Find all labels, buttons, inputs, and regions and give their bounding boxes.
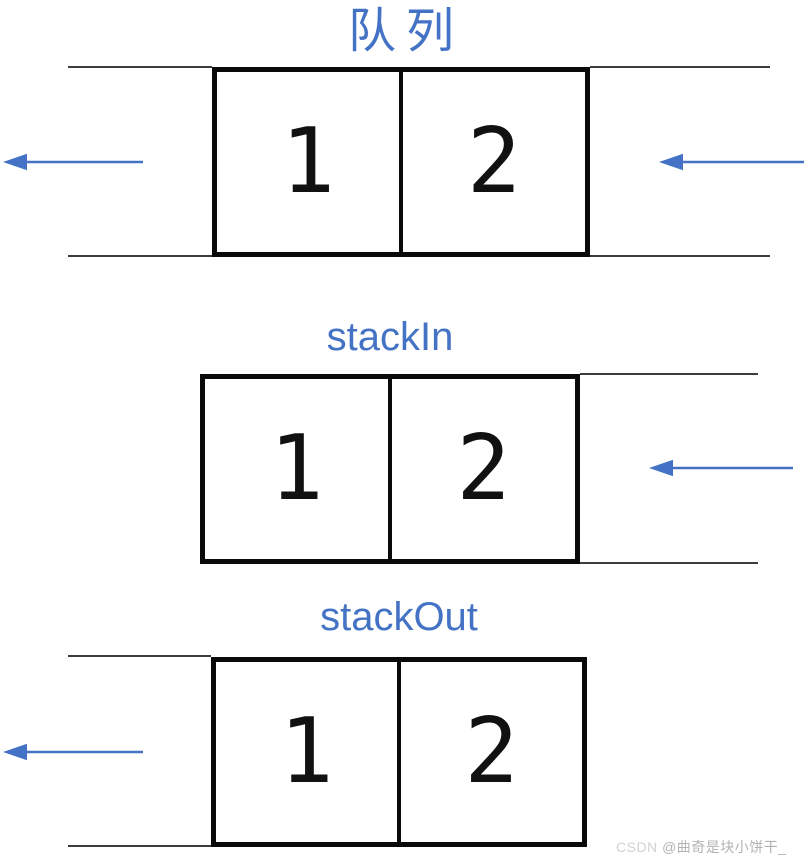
watermark-author: @曲奇是块小饼干_ — [662, 839, 787, 855]
stackout-rail-bottom-left — [68, 845, 211, 847]
queue-cell-2: 2 — [399, 72, 585, 252]
stackin-cell-2: 2 — [388, 379, 575, 559]
left-arrow-icon — [2, 150, 144, 174]
stackin-cell-1: 1 — [269, 416, 324, 521]
left-arrow-icon — [2, 740, 144, 764]
stackout-rail-top-left — [68, 655, 211, 657]
queue-rail-bottom-left — [68, 255, 212, 257]
stackout-cell-2: 2 — [397, 662, 582, 842]
stackin-rail-top-right — [580, 373, 758, 375]
stackin-rail-bottom-right — [580, 562, 758, 564]
watermark-brand: CSDN — [616, 839, 658, 855]
queue-box: 1 2 — [212, 67, 590, 257]
watermark: CSDN @曲奇是块小饼干_ — [616, 837, 787, 857]
stackin-box: 1 2 — [200, 374, 580, 564]
queue-rail-top-right — [590, 66, 770, 68]
stackout-cell-1: 1 — [279, 699, 334, 804]
stackout-box: 1 2 — [211, 657, 587, 847]
queue-rail-top-left — [68, 66, 212, 68]
queue-cell-1: 1 — [280, 109, 336, 214]
queue-rail-bottom-right — [590, 255, 770, 257]
queue-title: 队列 — [347, 5, 464, 58]
left-arrow-icon — [648, 456, 794, 480]
left-arrow-icon — [658, 150, 804, 174]
stackin-title: stackIn — [326, 315, 454, 359]
stackout-title: stackOut — [320, 595, 478, 639]
